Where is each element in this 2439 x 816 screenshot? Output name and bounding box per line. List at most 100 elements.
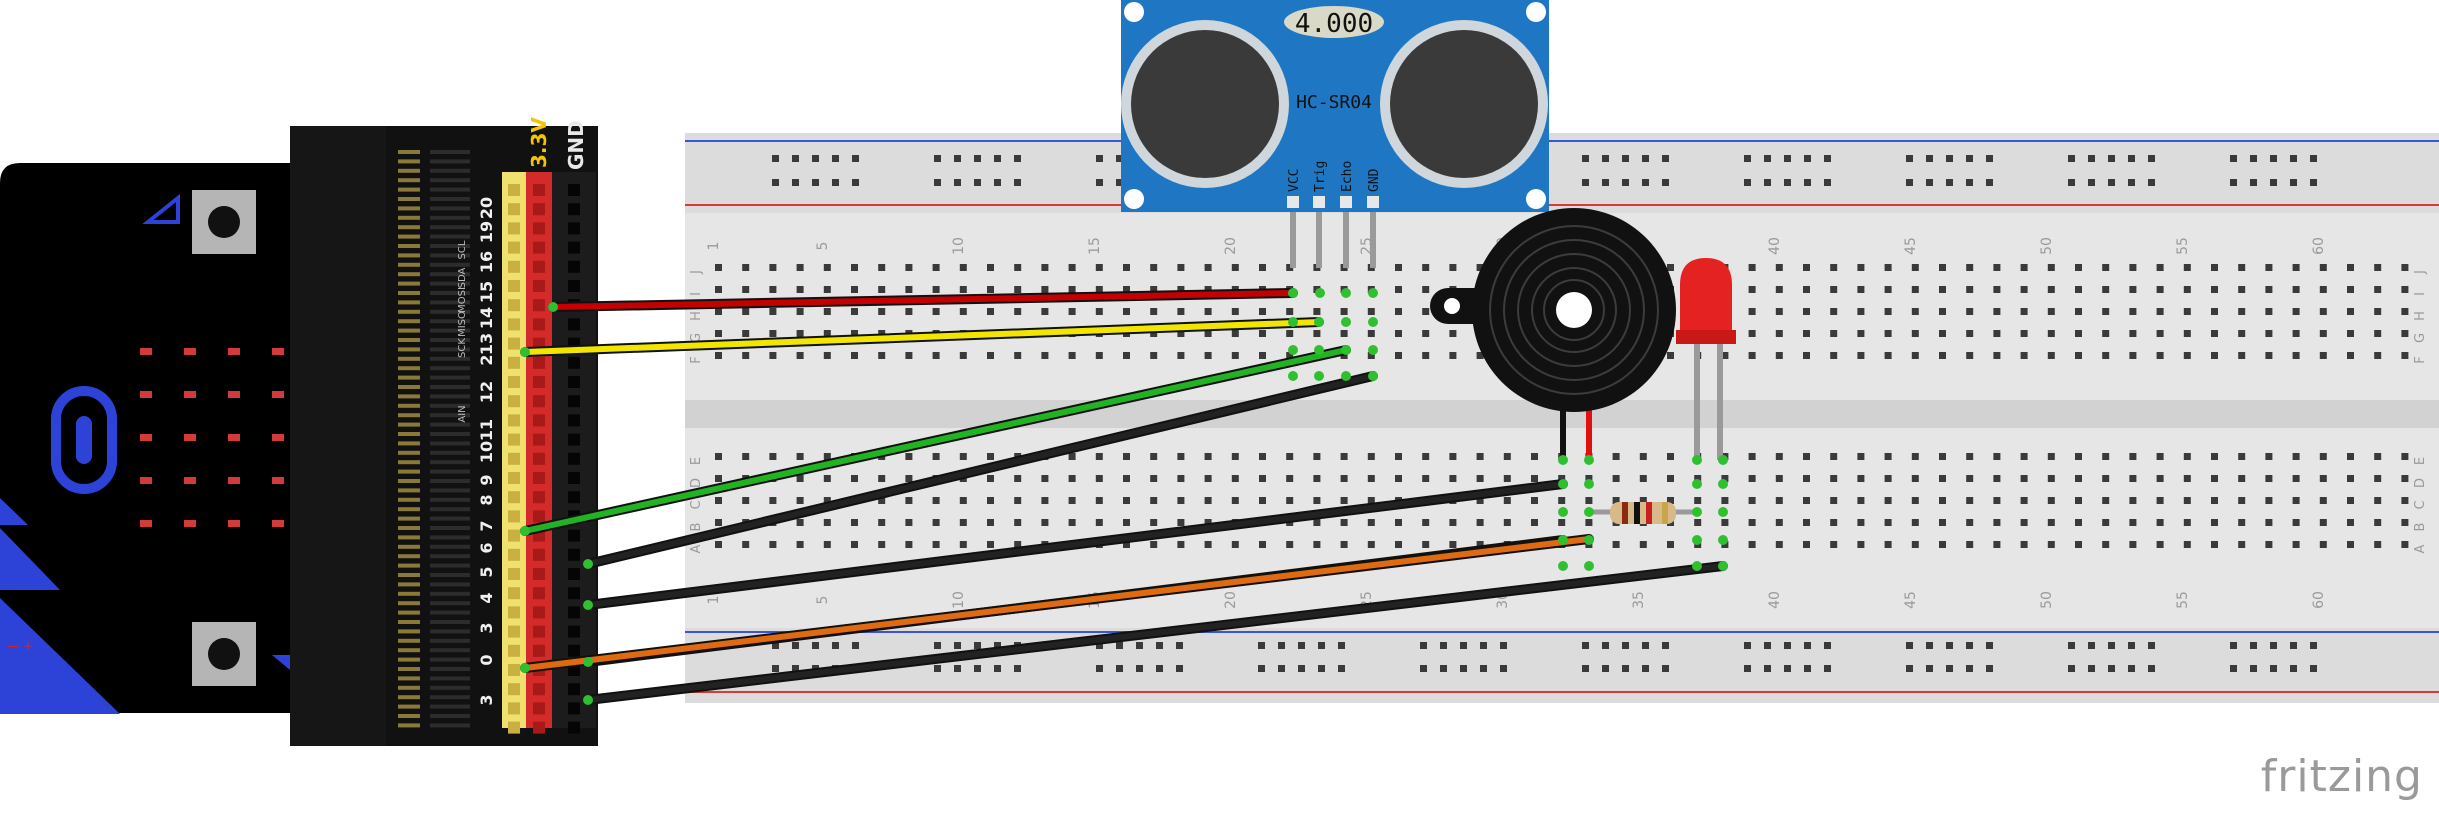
breadboard-hole[interactable] [1123, 541, 1130, 548]
breadboard-hole[interactable] [1449, 330, 1457, 337]
rail-hole[interactable] [2068, 155, 2075, 162]
breadboard-hole[interactable] [1558, 475, 1566, 482]
breadboard-hole[interactable] [2374, 541, 2382, 548]
breadboard-hole[interactable] [715, 286, 722, 293]
rail-hole[interactable] [1116, 642, 1123, 649]
breadboard-hole[interactable] [2238, 308, 2246, 315]
breadboard-hole[interactable] [1993, 286, 2001, 293]
breadboard-hole[interactable] [1748, 497, 1756, 504]
breadboard-hole[interactable] [1286, 308, 1294, 315]
breadboard-hole[interactable] [932, 497, 940, 504]
breadboard-hole[interactable] [2183, 330, 2191, 337]
breadboard-hole[interactable] [1340, 519, 1348, 526]
rail-hole[interactable] [1176, 642, 1183, 649]
breadboard-hole[interactable] [715, 519, 722, 526]
breadboard-hole[interactable] [2292, 519, 2300, 526]
breadboard-hole[interactable] [2347, 264, 2354, 271]
rail-hole[interactable] [2290, 155, 2297, 162]
breadboard-hole[interactable] [1150, 541, 1158, 548]
breadboard-hole[interactable] [796, 453, 804, 460]
breadboard-hole[interactable] [1313, 308, 1321, 315]
breadboard-hole[interactable] [1150, 519, 1158, 526]
header-pin[interactable] [533, 472, 545, 484]
breadboard-hole[interactable] [1911, 497, 1919, 504]
header-pin[interactable] [508, 491, 520, 504]
breadboard-hole[interactable] [2156, 497, 2164, 504]
rail-hole[interactable] [1420, 642, 1427, 649]
header-pin[interactable] [533, 395, 545, 408]
breadboard-hole[interactable] [1095, 264, 1103, 271]
breadboard-hole[interactable] [1231, 352, 1239, 359]
rail-hole[interactable] [1784, 179, 1791, 186]
breadboard-hole[interactable] [1340, 475, 1348, 482]
breadboard-hole[interactable] [2238, 352, 2246, 359]
breadboard-hole[interactable] [1748, 519, 1756, 526]
breadboard-hole[interactable] [1775, 330, 1783, 337]
header-pin[interactable] [508, 395, 520, 408]
breadboard-hole[interactable] [1177, 541, 1185, 548]
header-pin[interactable] [568, 260, 580, 273]
rail-hole[interactable] [1014, 155, 1021, 162]
breadboard-hole[interactable] [932, 308, 940, 315]
breadboard-hole[interactable] [1286, 453, 1294, 460]
breadboard-hole[interactable] [1939, 308, 1946, 315]
breadboard-hole[interactable] [1422, 519, 1430, 526]
breadboard-hole[interactable] [2183, 519, 2191, 526]
breadboard-hole[interactable] [1150, 264, 1158, 271]
breadboard-hole[interactable] [1993, 497, 2001, 504]
breadboard-hole[interactable] [1259, 308, 1266, 315]
breadboard-hole[interactable] [2319, 475, 2327, 482]
breadboard-hole[interactable] [1422, 308, 1430, 315]
header-pin[interactable] [533, 318, 545, 331]
rail-hole[interactable] [772, 642, 779, 649]
breadboard-hole[interactable] [1667, 352, 1674, 359]
breadboard-hole[interactable] [1286, 541, 1294, 548]
breadboard-hole[interactable] [796, 541, 804, 548]
breadboard-hole[interactable] [1803, 308, 1810, 315]
breadboard-hole[interactable] [959, 453, 967, 460]
breadboard-hole[interactable] [1884, 541, 1892, 548]
rail-hole[interactable] [1460, 642, 1467, 649]
rail-hole[interactable] [832, 155, 839, 162]
breadboard-hole[interactable] [823, 475, 831, 482]
header-pin[interactable] [508, 356, 520, 369]
breadboard-hole[interactable] [1911, 330, 1919, 337]
breadboard-hole[interactable] [1395, 352, 1402, 359]
header-pin[interactable] [568, 241, 580, 254]
header-pin[interactable] [508, 280, 520, 292]
rail-hole[interactable] [934, 665, 941, 672]
rail-hole[interactable] [1642, 642, 1649, 649]
breadboard-hole[interactable] [851, 264, 858, 271]
rail-hole[interactable] [772, 179, 779, 186]
rail-hole[interactable] [974, 642, 981, 649]
rail-hole[interactable] [954, 155, 961, 162]
header-pin[interactable] [533, 203, 545, 216]
breadboard-hole[interactable] [1939, 541, 1946, 548]
rail-hole[interactable] [2148, 179, 2155, 186]
rail-hole[interactable] [1480, 642, 1487, 649]
breadboard-hole[interactable] [1041, 286, 1049, 293]
breadboard-hole[interactable] [1231, 497, 1239, 504]
breadboard-hole[interactable] [2265, 308, 2273, 315]
breadboard-hole[interactable] [1830, 475, 1838, 482]
rail-hole[interactable] [1622, 665, 1629, 672]
rail-hole[interactable] [2250, 665, 2257, 672]
rail-hole[interactable] [1906, 155, 1913, 162]
breadboard-hole[interactable] [1123, 352, 1130, 359]
breadboard-hole[interactable] [1367, 352, 1375, 359]
breadboard-hole[interactable] [796, 286, 804, 293]
breadboard-hole[interactable] [1422, 330, 1430, 337]
breadboard-hole[interactable] [1775, 264, 1783, 271]
breadboard-hole[interactable] [1966, 330, 1974, 337]
breadboard-hole[interactable] [1993, 541, 2001, 548]
rail-hole[interactable] [1744, 155, 1751, 162]
breadboard-hole[interactable] [2401, 264, 2409, 271]
breadboard-hole[interactable] [2319, 541, 2327, 548]
breadboard-hole[interactable] [2047, 330, 2055, 337]
breadboard-hole[interactable] [1857, 519, 1865, 526]
breadboard-hole[interactable] [1503, 453, 1511, 460]
rail-hole[interactable] [1764, 665, 1771, 672]
rail-hole[interactable] [852, 155, 859, 162]
breadboard-hole[interactable] [1231, 475, 1239, 482]
breadboard-hole[interactable] [1966, 286, 1974, 293]
